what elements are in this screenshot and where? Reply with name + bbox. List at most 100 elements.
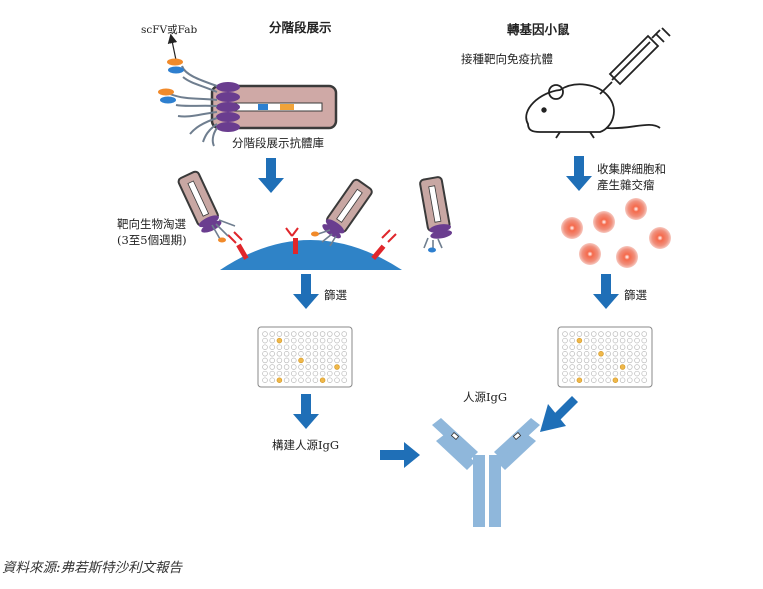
- screening-label-left: 篩選: [324, 288, 347, 302]
- plate-well: [291, 357, 297, 364]
- plate-well: [619, 344, 626, 350]
- plate-well: [591, 370, 597, 377]
- plate-well: [327, 364, 333, 370]
- plate-well: [291, 370, 297, 377]
- plate-well: [269, 337, 275, 344]
- plate-well: [627, 377, 633, 383]
- plate-well: [634, 357, 640, 364]
- plate-well: [576, 337, 583, 344]
- plate-well: [591, 357, 597, 364]
- left-panel-title: 分階段展示: [269, 20, 332, 35]
- plate-well: [269, 357, 275, 364]
- collect-label-line2: 產生雜交瘤: [597, 178, 655, 192]
- plate-well: [298, 364, 304, 370]
- plate-well: [598, 377, 604, 383]
- plate-well: [562, 364, 568, 370]
- plate-well: [283, 351, 290, 357]
- plate-well: [312, 364, 319, 370]
- arrow-down-to-cells: [566, 156, 592, 191]
- plate-well: [291, 331, 297, 337]
- plate-well: [262, 370, 268, 377]
- plate-well: [576, 364, 583, 370]
- plate-well: [569, 344, 575, 350]
- plate-well: [605, 357, 611, 364]
- plate-well: [583, 331, 590, 337]
- plate-well: [576, 351, 583, 357]
- plate-well: [619, 377, 626, 383]
- plate-well: [341, 364, 347, 370]
- plate-well: [319, 364, 326, 370]
- plate-well: [276, 370, 283, 377]
- arrow-down-to-construct: [293, 394, 319, 429]
- plate-well: [291, 344, 297, 350]
- plate-well: [327, 370, 333, 377]
- plate-well: [619, 357, 626, 364]
- plate-well: [319, 351, 326, 357]
- plate-well: [291, 351, 297, 357]
- plate-well: [291, 337, 297, 344]
- plate-well: [312, 337, 319, 344]
- plate-well: [283, 337, 290, 344]
- plate-well: [612, 377, 619, 383]
- collect-label-line1: 收集脾細胞和: [597, 162, 666, 176]
- plate-well: [269, 331, 275, 337]
- microplate-right: [557, 326, 653, 388]
- plate-well: [634, 337, 640, 344]
- selection-label-line1: 靶向生物淘選: [117, 217, 186, 231]
- plate-well: [291, 377, 297, 383]
- plate-well: [627, 331, 633, 337]
- plate-well: [598, 337, 604, 344]
- plate-well: [334, 377, 340, 383]
- plate-well: [312, 370, 319, 377]
- plate-well: [341, 377, 347, 383]
- plate-well: [569, 331, 575, 337]
- plate-well: [341, 357, 347, 364]
- plate-well: [319, 377, 326, 383]
- target-antigens: [236, 238, 386, 261]
- plate-well: [605, 337, 611, 344]
- plate-well: [319, 370, 326, 377]
- library-label: 分階段展示抗體庫: [232, 136, 324, 150]
- mouse-illustration: [525, 83, 661, 139]
- plate-well: [598, 370, 604, 377]
- plate-well: [334, 357, 340, 364]
- plate-well: [341, 344, 347, 350]
- right-panel-title: 轉基因小鼠: [507, 22, 570, 37]
- plate-well: [619, 364, 626, 370]
- plate-well: [576, 370, 583, 377]
- arrow-down-to-screening-right: [593, 274, 619, 309]
- plate-well: [591, 344, 597, 350]
- plate-well: [569, 351, 575, 357]
- plate-well: [598, 351, 604, 357]
- plate-well: [262, 364, 268, 370]
- screening-label-right: 篩選: [624, 288, 647, 302]
- plate-well: [319, 357, 326, 364]
- plate-well: [583, 377, 590, 383]
- plate-well: [298, 331, 304, 337]
- plate-well: [569, 370, 575, 377]
- plate-well: [612, 370, 619, 377]
- plate-well: [569, 357, 575, 364]
- plate-well: [627, 357, 633, 364]
- plate-well: [641, 377, 647, 383]
- plate-well: [641, 344, 647, 350]
- plate-well: [612, 364, 619, 370]
- plate-well: [641, 370, 647, 377]
- plate-well: [262, 331, 268, 337]
- plate-well: [298, 337, 304, 344]
- plate-well: [641, 337, 647, 344]
- plate-well: [583, 344, 590, 350]
- plate-well: [305, 337, 311, 344]
- plate-well: [619, 331, 626, 337]
- plate-well: [305, 331, 311, 337]
- igg-antibody: [432, 418, 540, 527]
- plate-well: [298, 351, 304, 357]
- microplate-left: [257, 326, 353, 388]
- phage-particle-small-1: [177, 170, 236, 243]
- plate-well: [591, 337, 597, 344]
- arrow-down-to-selection: [258, 158, 284, 193]
- plate-well: [612, 331, 619, 337]
- plate-well: [641, 331, 647, 337]
- plate-well: [591, 351, 597, 357]
- plate-well: [641, 357, 647, 364]
